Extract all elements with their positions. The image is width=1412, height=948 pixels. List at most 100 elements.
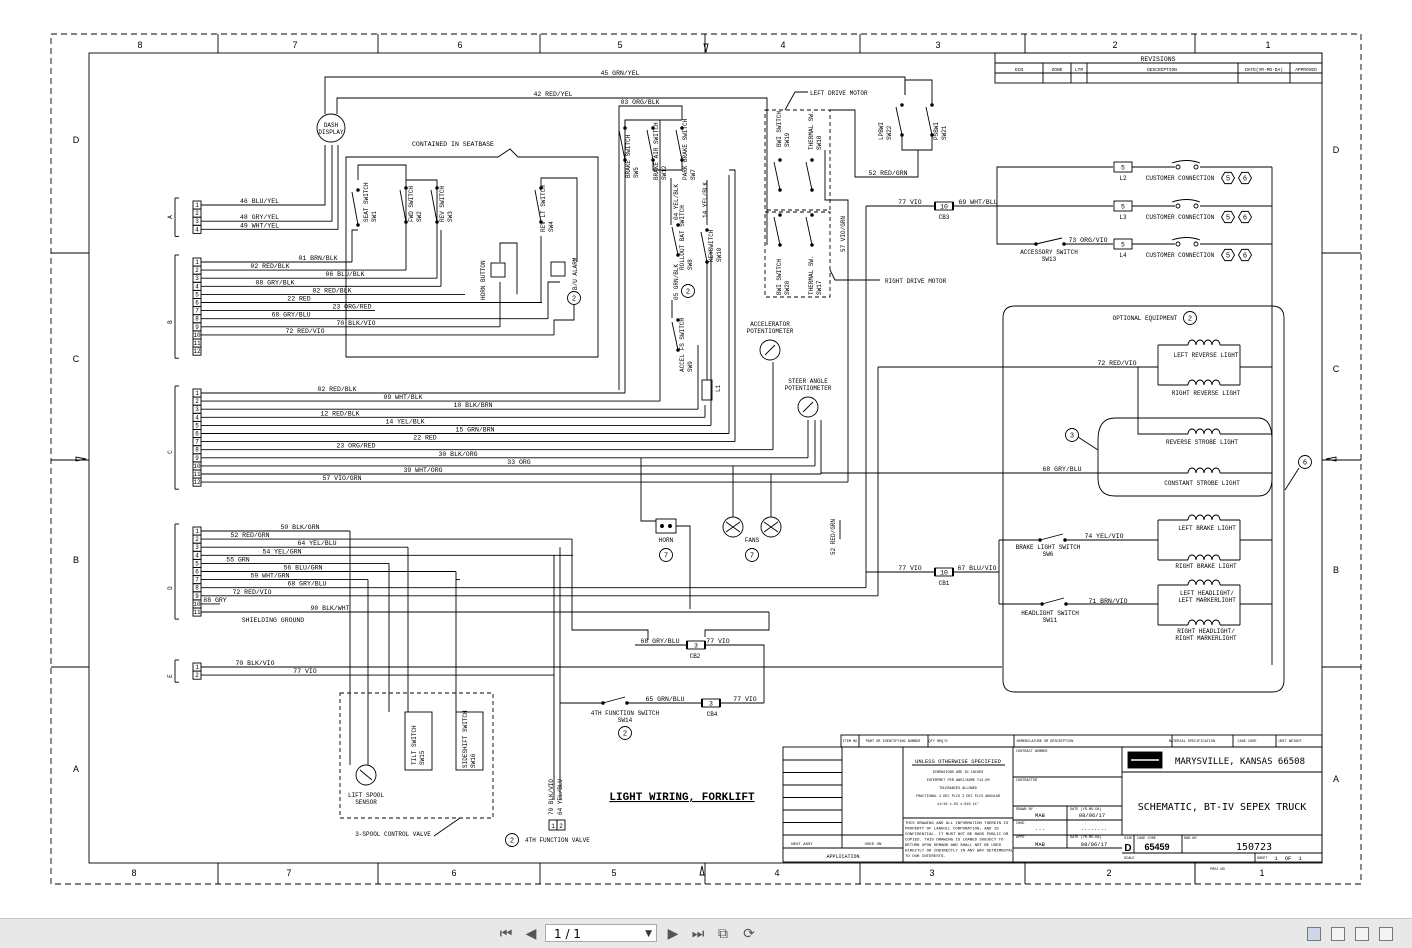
lpbwi-label: LPBWI — [878, 122, 885, 140]
connector-pin-number: 6 — [195, 431, 199, 438]
rotate-icon[interactable]: ⟳ — [743, 926, 755, 942]
park-brake-switch-label: PARK BRAKE SWITCH — [682, 118, 689, 180]
wire-path — [201, 145, 333, 222]
brake-air-switch — [651, 126, 655, 130]
scale-label: SCALE — [1124, 857, 1135, 861]
seat-switch — [356, 188, 360, 192]
title-block-frame — [782, 746, 1323, 863]
sheet-total: 1 — [1298, 855, 1302, 862]
fwd-switch-label: FWD SWITCH — [408, 186, 415, 222]
rev-lt-switch-label: REV LT SWITCH — [540, 185, 547, 232]
connector-letter: A — [167, 215, 174, 219]
wire-path — [652, 160, 683, 171]
confidentiality-line: THIS DRAWING AND ALL INFORMATION THEREIN… — [905, 822, 1009, 826]
park-brake-switch-label: SW7 — [690, 169, 697, 180]
leader — [1077, 436, 1099, 451]
fuse-link — [1113, 238, 1133, 250]
left-reverse-coil — [1187, 339, 1221, 346]
therm17-label: THERMAL SW. — [808, 255, 815, 295]
sideshift-switch — [455, 711, 484, 771]
hex-6: 6 — [1243, 215, 1247, 223]
bwi20-label: SW20 — [784, 280, 791, 295]
next-page-icon[interactable]: ▶ — [667, 926, 679, 942]
wire-label-b10: 72 RED/VIO — [285, 328, 324, 335]
chevron-down-icon[interactable]: ▼ — [645, 929, 652, 939]
wire-label-d3: 64 YEL/BLU — [297, 540, 336, 547]
fwd-switch — [399, 189, 407, 223]
park-brake-switch — [675, 129, 683, 161]
wire-path — [618, 105, 683, 390]
fourth-function-switch — [602, 696, 626, 704]
wire-label-d5: 55 GRN — [226, 556, 250, 563]
wire-path — [201, 145, 326, 206]
psbwi-switch — [925, 106, 933, 136]
wire-path — [704, 612, 770, 637]
accessory-switch — [1035, 237, 1063, 245]
wire-path — [540, 177, 578, 262]
zone-row-label: B — [1333, 565, 1339, 575]
customer-link — [1171, 237, 1201, 241]
first-page-icon[interactable]: ⏮ — [499, 926, 513, 942]
sheet-label: SHEET — [1257, 857, 1268, 861]
wire-label-c2: 09 WHT/BLK — [383, 394, 422, 401]
zone-column-label: 8 — [137, 40, 142, 50]
wire-label-d4: 54 YEL/GRN — [262, 548, 301, 555]
zone-column-label: 7 — [292, 40, 297, 50]
wire-label-c1: 02 RED/BLK — [317, 386, 356, 393]
wire-path — [640, 457, 656, 522]
lpbwi-switch — [900, 103, 904, 107]
seat-switch-label: SEAT SWITCH — [363, 182, 370, 222]
wire-label-b8: 68 GRY/BLU — [271, 312, 310, 319]
facing-view-icon[interactable] — [1355, 927, 1369, 941]
headlight-switch — [1064, 602, 1068, 606]
accel-pot-label: POTENTIOMETER — [747, 328, 794, 335]
wire-label-14: 14 YEL/BLK — [702, 182, 709, 218]
wire-label-73: 73 ORG/VIO — [1068, 237, 1107, 244]
last-page-icon[interactable]: ⏭ — [691, 926, 705, 942]
prev-page-icon[interactable]: ◀ — [525, 926, 537, 942]
cage-code-value: 65459 — [1144, 842, 1169, 852]
connector-pin-number: 7 — [195, 439, 199, 446]
wire-label-e2: 77 VIO — [293, 668, 317, 675]
connector-pin — [192, 670, 202, 680]
fit-page-icon[interactable]: ⧉ — [718, 926, 728, 942]
accessory-switch — [1062, 242, 1066, 246]
sideshift-switch-label: SW16 — [470, 753, 477, 768]
rev-switch — [430, 189, 438, 223]
tilt-switch — [404, 711, 433, 771]
wire-label-67: 67 BLU/VIO — [957, 565, 996, 572]
customer-terminal — [1175, 203, 1181, 209]
continuous-view-icon[interactable] — [1331, 927, 1345, 941]
drawn-date: 08/06/17 — [1079, 812, 1105, 819]
contract-number: CONTRACT NUMBER — [1016, 750, 1048, 754]
cb3-label: CB3 — [939, 214, 950, 221]
confidentiality-line: RETURN UPON DEMAND AND SHALL NOT BE USED — [905, 844, 1002, 848]
left-drive-motor-box — [764, 109, 831, 211]
cb4-label: CB4 — [707, 711, 718, 718]
zone-column-label: 6 — [451, 868, 456, 878]
wire-label-b6: 22 RED — [287, 296, 311, 303]
facing-continuous-view-icon[interactable] — [1379, 927, 1393, 941]
brake-light-switch-label: SW6 — [1043, 551, 1054, 558]
date-header-2: DATE (YR-MO-DA) — [1070, 835, 1102, 840]
connector-pin-number: 2 — [195, 536, 199, 543]
wire-label-71: 71 BRN/VIO — [1088, 598, 1127, 605]
customer-terminal — [1175, 164, 1181, 170]
horn — [655, 518, 677, 534]
wire-label-49: 49 WHT/YEL — [240, 222, 279, 229]
fuse-label: L4 — [1119, 252, 1127, 259]
connector-letter: B — [167, 320, 174, 324]
single-page-view-icon[interactable] — [1307, 927, 1321, 941]
date-header: DATE (YR-MO-DA) — [1070, 807, 1102, 812]
connector-pin-number: 9 — [195, 455, 199, 462]
zone-column-label: 2 — [1106, 868, 1111, 878]
wire-label-57: 57 VIO/GRN — [840, 216, 847, 252]
brake-air-switch-label: SW12 — [661, 165, 668, 180]
tolerance-line: ±1/16 ±.03 ±.010 ±1° — [937, 802, 979, 807]
zone-row-label: C — [1333, 364, 1340, 374]
note-2c — [1183, 311, 1197, 325]
page-number-field[interactable]: 1 / 1 ▼ — [545, 924, 657, 942]
page-number-value: 1 / 1 — [554, 927, 581, 941]
